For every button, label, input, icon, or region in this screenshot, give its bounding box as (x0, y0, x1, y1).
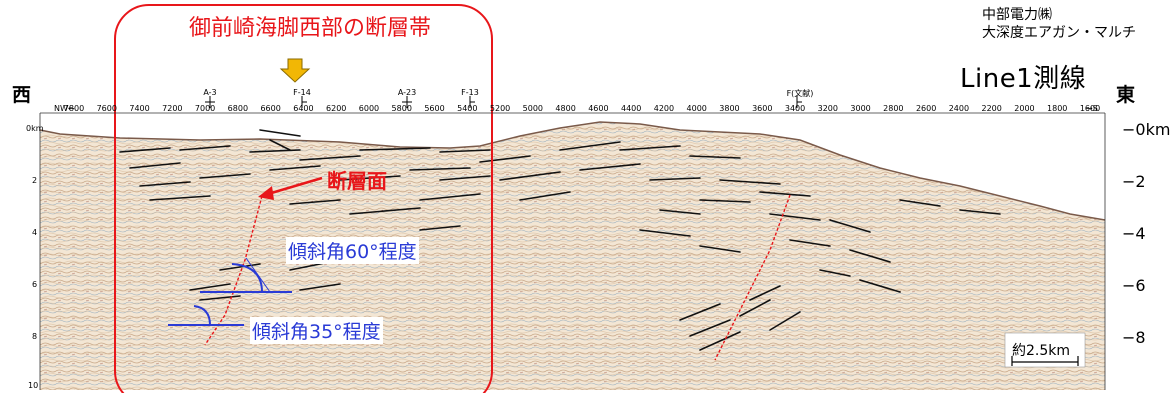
dip-60-label: 傾斜角60°程度 (286, 237, 419, 264)
depth-right-4: −4 (1122, 224, 1146, 243)
cdp-tick-label: 4000 (686, 104, 707, 113)
depth-left-0: 0km (26, 124, 44, 133)
cdp-tick-label: 4600 (588, 104, 609, 113)
depth-left-4: 4 (32, 228, 38, 237)
depth-right-6: −6 (1122, 276, 1146, 295)
cdp-tick-label: 3600 (752, 104, 773, 113)
cdp-tick-label: 1800 (1047, 104, 1068, 113)
survey-line-label: Line1測線 (960, 64, 1087, 94)
cdp-tick-label: 3800 (719, 104, 740, 113)
depth-left-6: 6 (32, 280, 38, 289)
fault-trace-east (714, 194, 791, 361)
direction-se: →S (1086, 104, 1098, 113)
fault-zone-box (114, 4, 493, 393)
company-name: 中部電力㈱ (982, 7, 1052, 23)
yellow-arrow (279, 58, 311, 83)
cdp-tick-label: 5800 (391, 104, 412, 113)
scale-bar-label: 約2.5km (1012, 343, 1071, 359)
survey-method: 大深度エアガン・マルチ (982, 25, 1136, 41)
cdp-tick-label: 6600 (260, 104, 281, 113)
cdp-tick-label: 4200 (653, 104, 675, 113)
cdp-tick-label: 5600 (424, 104, 445, 113)
cdp-tick-label: 5200 (489, 104, 511, 113)
well-label-a3: A-3 (203, 88, 217, 97)
cdp-tick-label: 5000 (522, 104, 544, 113)
well-label-f-literature: F(文献) (786, 89, 814, 98)
cdp-tick-label: 4800 (555, 104, 576, 113)
well-label-a23: A-23 (397, 88, 417, 97)
fault-zone-title: 御前崎海脚西部の断層帯 (188, 16, 431, 41)
depth-left-10: 10 (28, 381, 39, 390)
cdp-tick-label: 6400 (293, 104, 314, 113)
fault-plane-arrow (258, 186, 274, 200)
depth-left-2: 2 (32, 176, 38, 185)
direction-east: 東 (1116, 84, 1136, 106)
cdp-tick-label: 7600 (96, 104, 117, 113)
cdp-tick-label: 1600 (1079, 104, 1101, 113)
cdp-tick-label: 5400 (457, 104, 478, 113)
fault-plane-label: 断層面 (327, 169, 387, 193)
dip-60-marker (200, 257, 292, 293)
cdp-tick-label: 6000 (358, 104, 380, 113)
cdp-tick-label: 3400 (784, 104, 806, 113)
scale-bar (1004, 332, 1086, 368)
well-markers (205, 96, 802, 108)
dip-35-label: 傾斜角35°程度 (250, 317, 383, 344)
depth-right-0: −0km (1122, 120, 1171, 139)
cdp-tick-label: 2200 (981, 104, 1002, 113)
well-label-f14: F-14 (293, 88, 311, 97)
cdp-tick-label: 7000 (194, 104, 216, 113)
cdp-tick-label: 6800 (227, 104, 249, 113)
cdp-tick-label: 2600 (915, 104, 937, 113)
direction-west: 西 (12, 84, 32, 106)
cdp-tick-label: 2800 (883, 104, 904, 113)
company-info: 中部電力㈱ 大深度エアガン・マルチ (982, 6, 1136, 42)
dip-35-marker (168, 305, 244, 326)
fault-trace-west (204, 195, 263, 346)
well-label-f13: F-13 (461, 88, 479, 97)
cdp-tick-label: 4400 (620, 104, 642, 113)
direction-nw: NW← (54, 104, 75, 113)
cdp-tick-label: 3000 (850, 104, 871, 113)
cdp-tick-label: 3200 (817, 104, 838, 113)
cdp-tick-label: 7800 (63, 104, 85, 113)
cdp-tick-label: 7400 (129, 104, 150, 113)
horizon-lines (119, 129, 1001, 351)
depth-right-2: −2 (1122, 172, 1146, 191)
depth-left-8: 8 (32, 332, 38, 341)
cdp-tick-label: 7200 (162, 104, 183, 113)
cdp-tick-label: 6200 (326, 104, 347, 113)
cdp-tick-label: 2400 (948, 104, 970, 113)
depth-right-8: −8 (1122, 328, 1146, 347)
cdp-tick-label: 2000 (1014, 104, 1035, 113)
